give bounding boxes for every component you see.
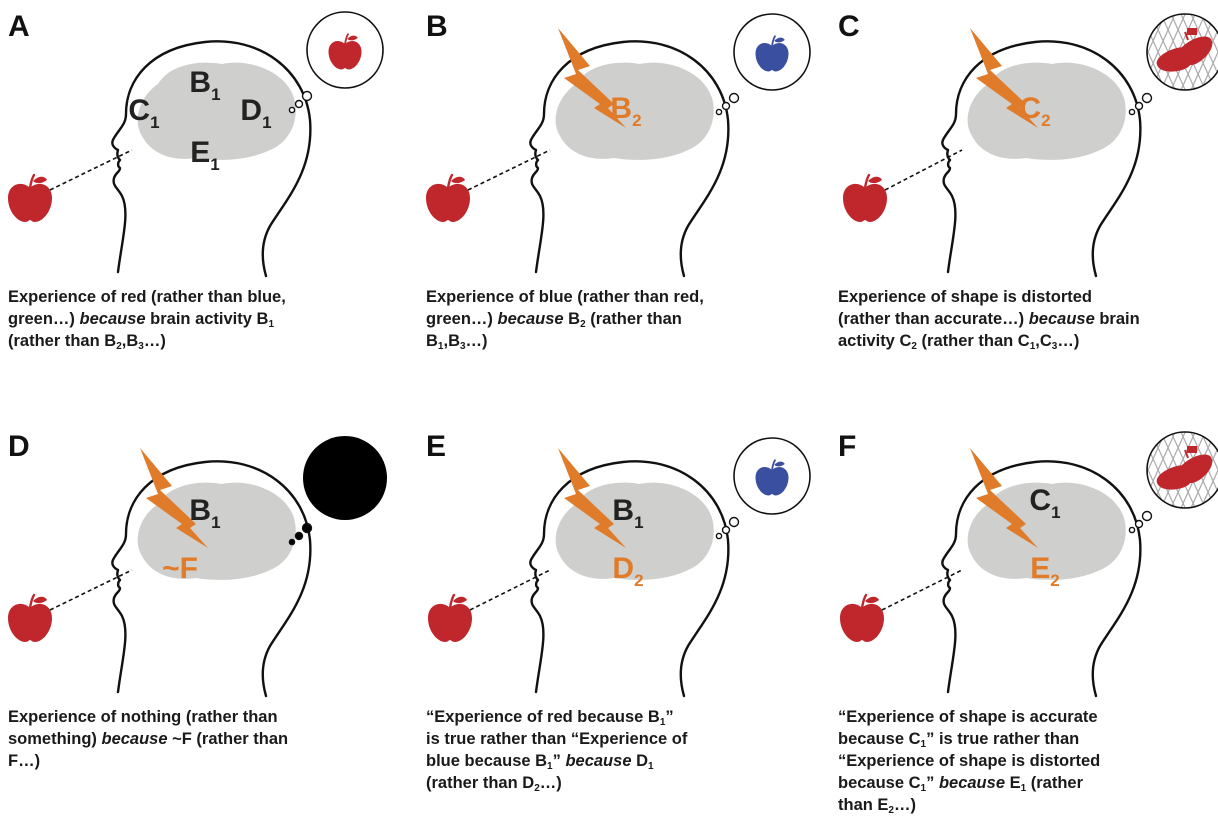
thought-trail: [1129, 94, 1151, 115]
caption-line: green…) because B2 (rather than: [426, 308, 704, 330]
panel-caption: Experience of blue (rather than red,gree…: [426, 286, 704, 352]
caption-line: green…) because brain activity B1: [8, 308, 286, 330]
region-label: ~F: [162, 552, 198, 585]
caption-line: “Experience of shape is distorted: [838, 750, 1100, 772]
caption-line: F…): [8, 750, 288, 772]
brain-shape: [138, 63, 296, 160]
caption-line: is true rather than “Experience of: [426, 728, 687, 750]
caption-line: “Experience of red because B1”: [426, 706, 687, 728]
head-illustration: C2: [830, 0, 1218, 285]
head-illustration: B1~F: [0, 420, 405, 705]
caption-line: Experience of nothing (rather than: [8, 706, 288, 728]
apple-icon: [8, 595, 52, 642]
caption-line: because C1” because E1 (rather: [838, 772, 1100, 794]
caption-line: (rather than D2…): [426, 772, 687, 794]
apple-icon: [426, 175, 470, 222]
apple-icon: [8, 175, 52, 222]
caption-line: Experience of blue (rather than red,: [426, 286, 704, 308]
caption-line: (rather than accurate…) because brain: [838, 308, 1140, 330]
apple-icon: [843, 175, 887, 222]
caption-line: Experience of red (rather than blue,: [8, 286, 286, 308]
panel-caption: Experience of shape is distorted(rather …: [838, 286, 1140, 352]
caption-line: something) because ~F (rather than: [8, 728, 288, 750]
caption-line: activity C2 (rather than C1,C3…): [838, 330, 1140, 352]
caption-line: Experience of shape is distorted: [838, 286, 1140, 308]
panel-caption: Experience of red (rather than blue,gree…: [8, 286, 286, 352]
caption-line: blue because B1” because D1: [426, 750, 687, 772]
apple-icon: [428, 595, 472, 642]
caption-line: because C1” is true rather than: [838, 728, 1100, 750]
thought-bubble-black: [303, 436, 387, 520]
caption-line: than E2…): [838, 794, 1100, 816]
panel-caption: “Experience of red because B1”is true ra…: [426, 706, 687, 794]
caption-line: (rather than B2,B3…): [8, 330, 286, 352]
caption-line: “Experience of shape is accurate: [838, 706, 1100, 728]
apple-icon: [840, 595, 884, 642]
caption-line: B1,B3…): [426, 330, 704, 352]
head-illustration: B2: [418, 0, 823, 285]
